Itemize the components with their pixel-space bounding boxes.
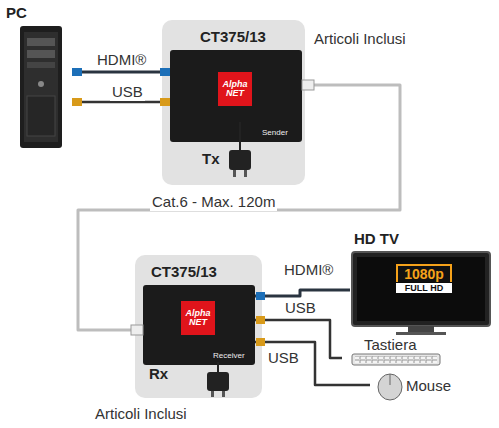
pc-tower <box>20 26 62 148</box>
mouse-node: Mouse <box>370 370 460 400</box>
cable-label: USB <box>266 350 301 367</box>
model-code: CT375/13 <box>200 28 266 45</box>
sender-unit: Alpha NET Sender <box>170 50 302 142</box>
receiver-unit: Alpha NET Receiver <box>143 285 255 365</box>
cable <box>72 101 170 104</box>
unit-caption: Sender <box>262 128 288 137</box>
cable <box>72 71 170 74</box>
device-label: HD TV <box>354 230 399 247</box>
keyboard-node: Tastiera <box>342 336 442 366</box>
pc-node: PC <box>6 4 72 152</box>
note: Articoli Inclusi <box>314 30 406 47</box>
unit-label: Tx <box>202 150 220 167</box>
unit-label: Rx <box>149 365 168 382</box>
note: Articoli Inclusi <box>95 405 187 422</box>
resolution-badge: 1080p <box>396 264 452 282</box>
brand-logo: Alpha NET <box>218 72 252 106</box>
kit-panel: CT375/13Articoli InclusiTxAlpha NETSende… <box>162 20 305 185</box>
cable <box>255 290 350 296</box>
brand-logo: Alpha NET <box>181 301 215 335</box>
unit-caption: Receiver <box>213 351 245 360</box>
device-label: Tastiera <box>364 336 417 353</box>
power-adapter <box>229 122 251 177</box>
kit-panel: CT375/13RxArticoli InclusiAlpha NETRecei… <box>135 255 262 398</box>
power-adapter <box>207 362 229 397</box>
mouse <box>378 374 402 400</box>
model-code: CT375/13 <box>151 263 217 280</box>
cable <box>255 342 370 385</box>
cable-label: Cat.6 - Max. 120m <box>150 194 277 211</box>
tv-monitor <box>352 252 490 335</box>
node-label: PC <box>6 4 27 21</box>
tv-node: HD TV 1080pFULL HD <box>350 230 495 336</box>
resolution-badge: FULL HD <box>396 283 452 293</box>
cable-label: USB <box>110 84 145 101</box>
cable-label: HDMI® <box>95 52 148 69</box>
cable-label: HDMI® <box>282 262 335 279</box>
keyboard <box>352 354 440 365</box>
cable <box>78 85 400 330</box>
cable-label: USB <box>283 300 318 317</box>
device-label: Mouse <box>406 377 451 394</box>
